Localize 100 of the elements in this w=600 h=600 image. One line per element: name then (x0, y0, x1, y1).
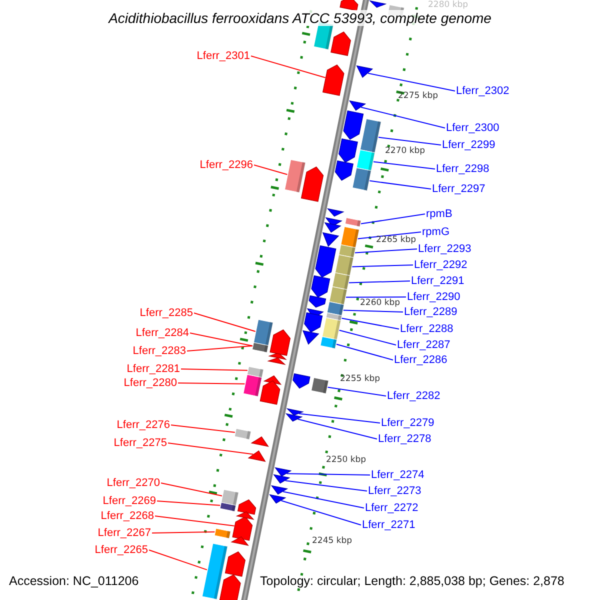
scale-label: 2245 kbp (312, 536, 352, 546)
leader-line (284, 480, 368, 492)
gene-label: Lferr_2297 (432, 182, 486, 196)
short-gene-marker (286, 408, 304, 416)
short-gene-marker (269, 494, 286, 504)
gene-feature-box (252, 342, 269, 353)
leader-line (194, 312, 256, 332)
leader-line (298, 413, 380, 424)
leader-line (170, 424, 236, 433)
leader-line (156, 500, 221, 506)
short-gene-marker (270, 485, 288, 495)
gene-label: Lferr_2291 (411, 274, 464, 288)
gene-feature-box (360, 118, 382, 154)
gene-label: Lferr_2299 (442, 138, 496, 152)
gene-marker (237, 499, 256, 515)
gene-label: Lferr_2272 (365, 501, 418, 515)
leader-line (336, 344, 394, 360)
leader-line (190, 332, 253, 346)
gene-feature-box (334, 254, 354, 276)
gene-label: Lferr_2292 (414, 258, 468, 272)
leader-line (369, 180, 432, 190)
leader-line (152, 531, 216, 534)
gene-marker (304, 312, 323, 333)
leader-line (154, 516, 235, 526)
scale-label: 2260 kbp (360, 298, 400, 308)
short-gene-marker (263, 375, 282, 385)
gene-feature-box (326, 312, 342, 321)
gene-feature-box (344, 217, 362, 228)
leader-line (354, 248, 418, 254)
leader-line (286, 473, 370, 476)
gene-label: Lferr_2279 (381, 416, 434, 430)
leader-line (297, 418, 378, 440)
gene-feature-box (284, 159, 306, 193)
gene-feature-box (214, 528, 231, 539)
gene-label: Lferr_2278 (378, 432, 432, 446)
gene-feature-box (356, 149, 376, 172)
scale-label: 2280 kbp (428, 0, 468, 10)
leader-line (338, 330, 396, 346)
gene-marker (330, 32, 351, 56)
short-gene-marker (285, 413, 303, 422)
gene-label: Lferr_2267 (98, 526, 151, 540)
leader-line (254, 164, 288, 175)
gene-marker (292, 373, 310, 389)
gene-label: Lferr_2301 (196, 49, 250, 63)
short-gene-marker (368, 0, 387, 8)
leader-line (341, 318, 400, 330)
leader-line (342, 310, 404, 312)
leader-line (180, 368, 248, 371)
short-gene-marker (248, 450, 266, 462)
gene-label: Lferr_2273 (368, 484, 422, 498)
gene-label: Lferr_2275 (114, 436, 167, 450)
gene-label: Lferr_2300 (446, 121, 500, 135)
gene-feature-box (328, 286, 348, 305)
gene-label: Lferr_2274 (371, 468, 424, 482)
leader-line (360, 106, 446, 128)
scale-label: 2270 kbp (385, 146, 426, 156)
leader-line (160, 482, 223, 496)
gene-label: Lferr_2296 (200, 158, 253, 172)
gene-label: Lferr_2282 (387, 389, 440, 403)
leader-line (250, 56, 326, 78)
gene-feature-box (338, 244, 356, 258)
gene-label: Lferr_2284 (136, 326, 189, 340)
gene-marker (300, 166, 324, 202)
gene-feature-box (253, 319, 274, 347)
gene-feature-box (246, 366, 264, 378)
leader-line (360, 214, 426, 224)
gene-label: Lferr_2287 (397, 338, 450, 352)
gene-label: rpmB (426, 207, 452, 221)
gene-feature-box (322, 317, 342, 340)
gene-label: Lferr_2276 (116, 418, 170, 432)
short-gene-marker (302, 330, 320, 345)
short-gene-marker (273, 474, 290, 484)
gene-label: Lferr_2269 (102, 494, 156, 508)
gene-label: Lferr_2270 (106, 476, 160, 490)
leader-line (372, 161, 436, 170)
leader-line (280, 500, 362, 526)
gene-label: Lferr_2289 (404, 305, 458, 319)
short-gene-marker (326, 208, 344, 217)
gene-marker (224, 551, 246, 577)
short-gene-marker (322, 232, 340, 247)
footer-text: Topology: circular; Length: 2,885,038 bp; Genes: 2,878 (260, 574, 564, 589)
gene-marker (338, 138, 358, 163)
leader-line (168, 442, 254, 455)
gene-label: Lferr_2280 (124, 376, 177, 390)
gene-label: Lferr_2288 (400, 322, 454, 336)
leader-line (357, 232, 422, 240)
leader-line (348, 280, 410, 284)
gene-label: Lferr_2268 (100, 509, 154, 523)
scale-label: 2275 kbp (398, 91, 438, 101)
gene-feature-box (242, 374, 262, 397)
gene-feature-box (310, 377, 329, 394)
scale-label: 2250 kbp (326, 455, 366, 465)
gene-marker (308, 295, 326, 308)
leader-line (186, 345, 253, 352)
leader-line (352, 264, 414, 268)
gene-feature-box (234, 428, 252, 440)
gene-label: Lferr_2302 (456, 84, 510, 98)
gene-feature-box (352, 167, 372, 192)
gene-label: rpmG (422, 225, 450, 239)
gene-label: Lferr_2281 (126, 362, 180, 376)
